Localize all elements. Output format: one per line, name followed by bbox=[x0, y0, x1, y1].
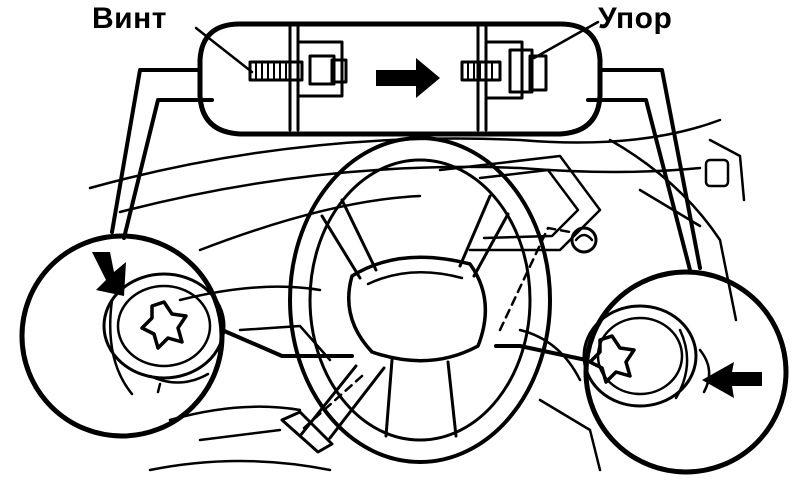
stop-label: Упор bbox=[598, 2, 673, 35]
right-bolt-detail bbox=[494, 269, 789, 475]
arrow-down-right-icon bbox=[92, 252, 126, 296]
wheel-rim-inner bbox=[308, 158, 532, 442]
control-knob bbox=[570, 226, 598, 254]
stop-pointer bbox=[532, 20, 600, 60]
leader-right bbox=[598, 68, 702, 270]
arrow-right-icon bbox=[376, 58, 440, 98]
stop-detail bbox=[460, 24, 548, 132]
airbag-hub bbox=[347, 255, 488, 363]
screw-label: Винт bbox=[92, 2, 167, 35]
leader-left bbox=[110, 68, 202, 234]
top-detail-callout bbox=[110, 20, 702, 272]
screw-detail bbox=[248, 24, 348, 132]
torx-star-icon bbox=[588, 334, 636, 384]
leader-left-inner bbox=[122, 98, 214, 240]
torx-star-icon bbox=[140, 300, 188, 350]
steering-wheel bbox=[280, 136, 598, 464]
callout-bubble bbox=[197, 21, 603, 137]
screw-pointer bbox=[194, 26, 254, 74]
stop-block bbox=[528, 54, 548, 92]
leader-right-inner bbox=[586, 98, 692, 272]
dashboard bbox=[88, 118, 746, 472]
wheel-rim-outer bbox=[288, 136, 552, 464]
arrow-left-icon bbox=[702, 362, 762, 398]
screw-thread bbox=[248, 60, 304, 82]
column-lever bbox=[280, 410, 334, 454]
left-bolt-detail bbox=[19, 233, 354, 439]
